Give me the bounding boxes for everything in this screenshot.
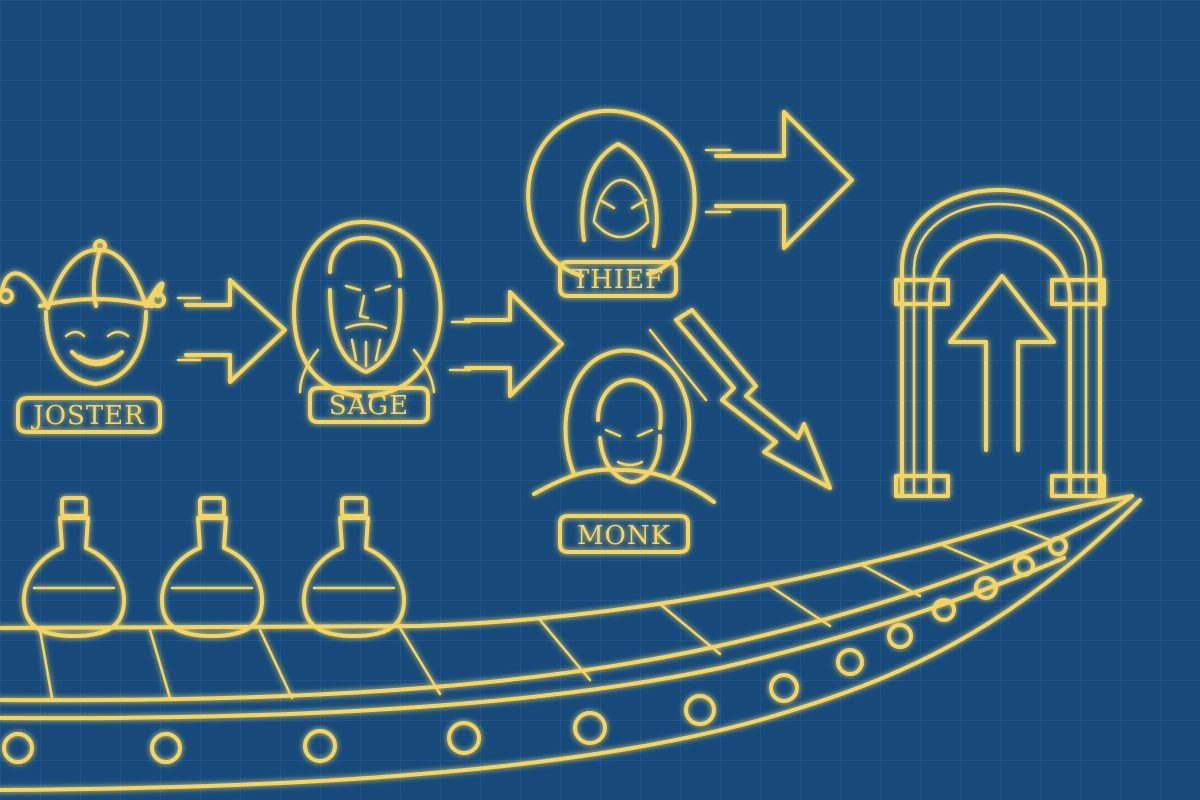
- zigzag-arrow: [648, 308, 832, 490]
- sage-portrait-icon: [292, 220, 443, 398]
- gate: [894, 188, 1106, 498]
- monk-node: MONK: [532, 348, 716, 554]
- monk-label-plate: MONK: [558, 514, 690, 554]
- jester-label: JOSTER: [30, 401, 145, 431]
- arrow-sage-to-branch: [448, 290, 564, 398]
- thief-node: THIEF: [526, 108, 697, 298]
- thief-portrait-icon: [526, 108, 697, 278]
- sage-node: SAGE: [292, 220, 443, 424]
- thief-label: THIEF: [572, 265, 664, 295]
- conveyor-slats: [38, 522, 1052, 700]
- arrow-jester-to-sage: [176, 278, 287, 384]
- arrow-thief-to-gate: [704, 110, 854, 250]
- sage-label-plate: SAGE: [308, 386, 430, 424]
- conveyor-belt: [0, 494, 1142, 792]
- thief-label-plate: THIEF: [558, 260, 678, 298]
- potion-bottle-3-icon: [302, 496, 406, 638]
- jester-label-plate: JOSTER: [16, 396, 162, 434]
- jester-node: JOSTER: [0, 239, 166, 434]
- monk-label: MONK: [577, 521, 671, 551]
- sage-label: SAGE: [329, 391, 409, 421]
- potion-bottle-1-icon: [22, 496, 126, 638]
- conveyor-rollers: [2, 536, 1068, 764]
- monk-portrait-icon: [532, 348, 716, 504]
- potion-bottle-2-icon: [160, 496, 264, 638]
- jester-icon: [0, 239, 166, 386]
